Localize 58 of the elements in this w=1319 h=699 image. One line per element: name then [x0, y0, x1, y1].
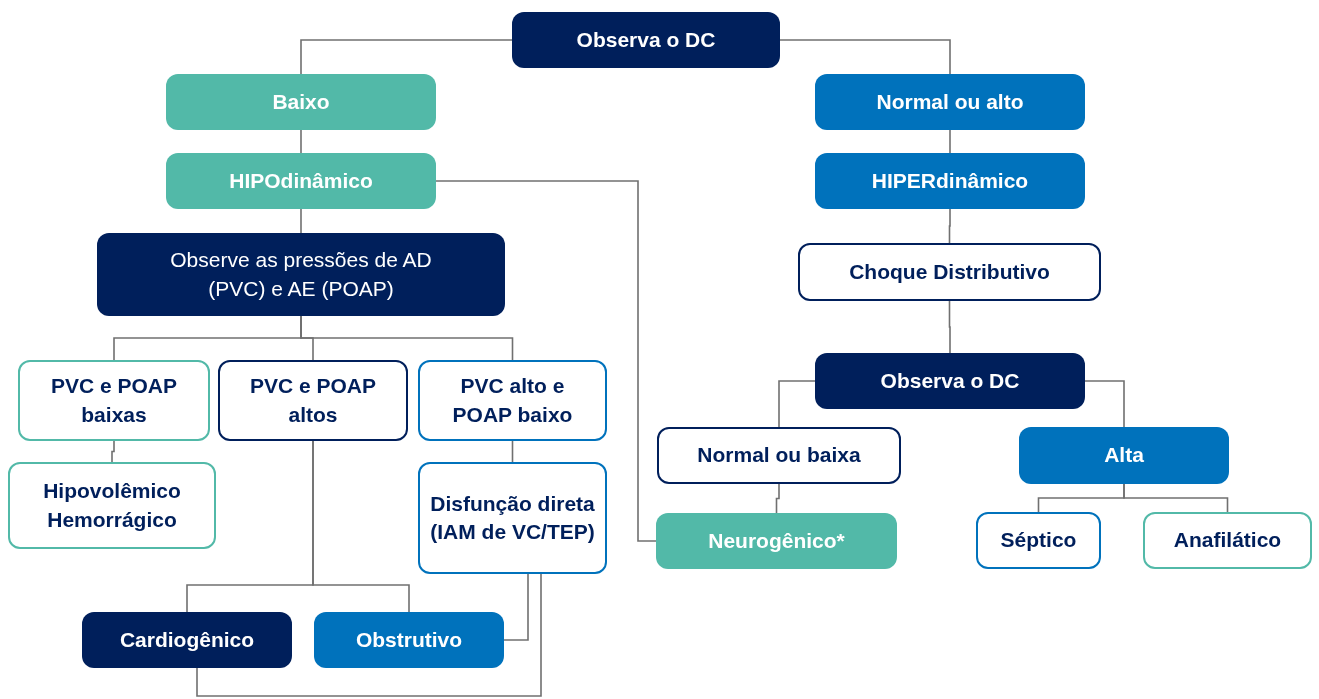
- box-label: HIPOdinâmico: [229, 167, 373, 194]
- connector-line: [435, 180, 657, 542]
- box-label: Normal ou alto: [876, 88, 1024, 115]
- connector-line: [111, 440, 115, 463]
- outlined-box: [418, 462, 607, 574]
- connector-line: [300, 129, 302, 154]
- box-label: Observa o DC: [880, 367, 1020, 394]
- connector-line: [511, 440, 514, 463]
- box-label: PVC e POAP baixas: [49, 373, 178, 428]
- outlined-box: [218, 360, 408, 441]
- connector-line: [778, 380, 816, 428]
- box-label: Observa o DC: [576, 26, 716, 53]
- connector-line: [300, 208, 302, 234]
- box-label: HIPERdinâmico: [871, 167, 1029, 194]
- connector-line: [196, 573, 542, 697]
- outlined-box: [798, 243, 1101, 301]
- box-label: Neurogênico*: [708, 527, 845, 554]
- connector-line: [300, 39, 513, 75]
- filled-box: [1019, 427, 1229, 484]
- box-label: PVC e POAP altos: [248, 373, 377, 428]
- filled-box: [815, 74, 1085, 130]
- outlined-box: [418, 360, 607, 441]
- connector-line: [1084, 380, 1125, 428]
- box-label: Normal ou baixa: [697, 442, 861, 469]
- outlined-box: [18, 360, 210, 441]
- filled-box: [166, 153, 436, 209]
- filled-box: [815, 153, 1085, 209]
- outlined-box: [8, 462, 216, 549]
- outlined-box: [976, 512, 1101, 569]
- filled-box: [314, 612, 504, 668]
- filled-box: [166, 74, 436, 130]
- box-label: Baixo: [272, 88, 330, 115]
- box-label: Cardiogênico: [119, 626, 255, 653]
- connector-line: [779, 39, 951, 75]
- filled-box: [815, 353, 1085, 409]
- filled-box: [656, 513, 897, 569]
- connector-line: [949, 129, 951, 154]
- box-label: Obstrutivo: [355, 626, 463, 653]
- connector-line: [300, 315, 514, 361]
- box-label: Alta: [1104, 442, 1144, 469]
- box-label: Anafilático: [1173, 527, 1282, 554]
- box-label: Choque Distributivo: [849, 258, 1050, 285]
- outlined-box: [1143, 512, 1312, 569]
- box-label: Observe as pressões de AD (PVC) e AE (POAP): [169, 247, 433, 302]
- box-label: Séptico: [1000, 527, 1077, 554]
- box-label: Disfunção direta (IAM de VC/TEP): [429, 490, 596, 545]
- connector-line: [503, 573, 529, 641]
- outlined-box: [657, 427, 901, 484]
- filled-box: [82, 612, 292, 668]
- connector-line: [312, 440, 410, 613]
- connector-line: [1123, 483, 1229, 513]
- connector-line: [948, 300, 951, 354]
- connector-line: [948, 208, 951, 244]
- connector-line: [775, 483, 780, 514]
- box-label: Hipovolêmico Hemorrágico: [42, 478, 182, 533]
- filled-box: [512, 12, 780, 68]
- filled-box: [97, 233, 505, 316]
- box-label: PVC alto e POAP baixo: [451, 373, 574, 428]
